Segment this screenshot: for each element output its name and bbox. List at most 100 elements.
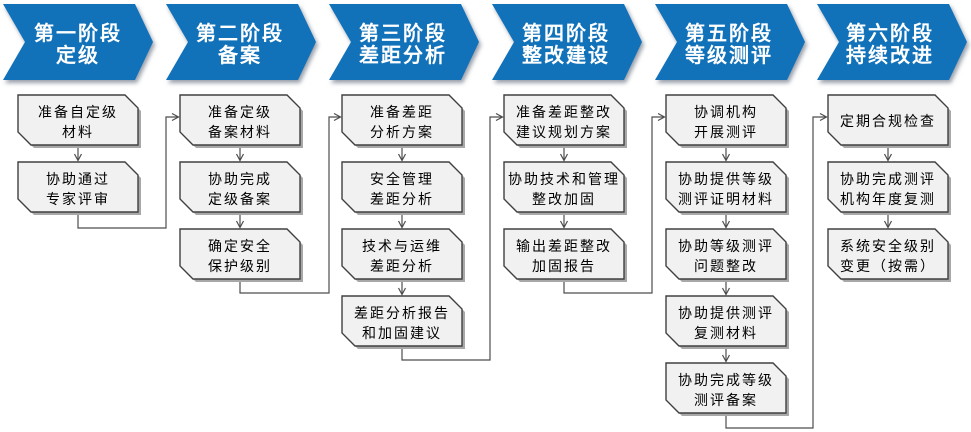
step-text-line2: 保护级别 xyxy=(208,258,272,274)
step-box-3-2: 安全管理 差距分析 xyxy=(341,161,465,215)
step-text-line2: 测评证明材料 xyxy=(678,191,774,207)
step-box-4-3: 输出差距整改 加固报告 xyxy=(503,228,627,282)
box-shape xyxy=(827,228,949,280)
step-text-line2: 材料 xyxy=(62,124,94,140)
stage-header-4: 第四阶段 整改建设 xyxy=(492,4,642,80)
chevron-arrow-icon xyxy=(655,4,805,80)
step-text-line2: 问题整改 xyxy=(694,258,758,274)
step-text-line2: 机构年度复测 xyxy=(840,191,936,207)
stage-title-line2: 等级测评 xyxy=(685,43,773,67)
step-text-line1: 准备自定级 xyxy=(38,104,118,120)
step-box-5-3: 协助等级测评 问题整改 xyxy=(665,228,789,282)
step-text-line2: 开展测评 xyxy=(694,124,758,140)
chevron-arrow-icon xyxy=(492,4,642,80)
step-box-5-5: 协助完成等级 测评备案 xyxy=(665,362,789,416)
box-shape xyxy=(179,161,301,213)
stage-title-line1: 第五阶段 xyxy=(685,21,773,45)
step-box-5-4: 协助提供测评 复测材料 xyxy=(665,295,789,349)
box-shape xyxy=(827,94,949,146)
connector-stage-2-3 xyxy=(239,112,342,294)
step-text-line1: 安全管理 xyxy=(370,171,434,187)
box-shape xyxy=(665,94,787,146)
step-box-5-2: 协助提供等级 测评证明材料 xyxy=(665,161,789,215)
connector-stage-4-5 xyxy=(563,112,666,294)
stage-title-line1: 第二阶段 xyxy=(196,21,284,45)
stage-title-line2: 差距分析 xyxy=(359,43,447,67)
step-text-line2: 备案材料 xyxy=(208,124,272,140)
box-shape xyxy=(665,228,787,280)
step-text-line2: 整改加固 xyxy=(532,191,596,207)
stage-title-line2: 备案 xyxy=(217,43,262,67)
box-shape xyxy=(341,94,463,146)
step-box-2-3: 确定安全 保护级别 xyxy=(179,228,303,282)
stage-header-2: 第二阶段 备案 xyxy=(166,4,316,80)
stage-title-line2: 定级 xyxy=(56,43,100,67)
box-shape xyxy=(503,161,625,213)
step-box-6-1: 定期合规检查 xyxy=(827,94,951,148)
step-box-6-2: 协助完成测评 机构年度复测 xyxy=(827,161,951,215)
step-box-6-3: 系统安全级别 变更（按需） xyxy=(827,228,951,282)
step-text-line1: 协助提供测评 xyxy=(678,305,774,321)
step-text-line1: 技术与运维 xyxy=(362,238,442,254)
step-text-line2: 分析方案 xyxy=(370,124,434,140)
stage-title-line2: 持续改进 xyxy=(846,43,934,67)
step-text-line2: 和加固建议 xyxy=(362,325,442,341)
stage-header-5: 第五阶段 等级测评 xyxy=(655,4,805,80)
box-shape xyxy=(503,94,625,146)
step-text-line1: 定期合规检查 xyxy=(840,113,936,129)
step-text-line1: 输出差距整改 xyxy=(516,238,612,254)
box-shape xyxy=(665,295,787,347)
step-text-line2: 加固报告 xyxy=(532,258,596,274)
step-box-3-3: 技术与运维 差距分析 xyxy=(341,228,465,282)
step-text-line1: 协调机构 xyxy=(694,104,758,120)
step-text-line1: 确定安全 xyxy=(208,238,272,254)
box-shape xyxy=(503,228,625,280)
box-shape xyxy=(341,295,463,347)
chevron-arrow-icon xyxy=(3,4,153,80)
step-text-line1: 协助完成测评 xyxy=(840,171,936,187)
step-text-line1: 协助完成 xyxy=(208,171,272,187)
box-shape xyxy=(827,161,949,213)
stage-title-line1: 第六阶段 xyxy=(846,21,934,45)
chevron-arrow-icon xyxy=(817,4,967,80)
step-text-line1: 准备定级 xyxy=(208,104,272,120)
box-shape xyxy=(341,228,463,280)
step-text-line2: 复测材料 xyxy=(694,325,758,341)
step-text-line1: 协助通过 xyxy=(46,171,110,187)
step-text-line2: 定级备案 xyxy=(208,191,272,207)
stage-title-line1: 第一阶段 xyxy=(34,21,122,45)
step-text-line2: 专家评审 xyxy=(46,191,110,207)
step-box-4-2: 协助技术和管理 整改加固 xyxy=(503,161,627,215)
chevron-arrow-icon xyxy=(329,4,479,80)
step-box-1-2: 协助通过 专家评审 xyxy=(17,161,141,215)
step-text-line2: 建议规划方案 xyxy=(516,124,612,140)
box-shape xyxy=(179,94,301,146)
step-text-line1: 准备差距 xyxy=(370,104,434,120)
step-text-line2: 差距分析 xyxy=(370,258,434,274)
step-box-4-1: 准备差距整改 建议规划方案 xyxy=(503,94,627,148)
step-text-line1: 准备差距整改 xyxy=(516,104,612,120)
step-text-line1: 协助技术和管理 xyxy=(508,171,620,187)
step-text-line1: 系统安全级别 xyxy=(840,238,936,254)
stage-header-6: 第六阶段 持续改进 xyxy=(817,4,967,80)
box-shape xyxy=(17,161,139,213)
chevron-arrow-icon xyxy=(166,4,316,80)
box-shape xyxy=(665,161,787,213)
step-box-3-1: 准备差距 分析方案 xyxy=(341,94,465,148)
stage-header-1: 第一阶段 定级 xyxy=(3,4,153,80)
stage-title-line2: 整改建设 xyxy=(521,43,610,67)
step-box-3-4: 差距分析报告 和加固建议 xyxy=(341,295,465,349)
box-shape xyxy=(341,161,463,213)
step-box-2-1: 准备定级 备案材料 xyxy=(179,94,303,148)
box-shape xyxy=(17,94,139,146)
connector-stage-1-2 xyxy=(77,112,180,229)
step-box-2-2: 协助完成 定级备案 xyxy=(179,161,303,215)
connector-stage-3-4 xyxy=(401,112,504,361)
step-text-line1: 协助提供等级 xyxy=(678,171,774,187)
step-box-1-1: 准备自定级 材料 xyxy=(17,94,141,148)
box-shape xyxy=(179,228,301,280)
box-shape xyxy=(665,362,787,414)
stage-header-3: 第三阶段 差距分析 xyxy=(329,4,479,80)
stage-title-line1: 第四阶段 xyxy=(522,21,610,45)
